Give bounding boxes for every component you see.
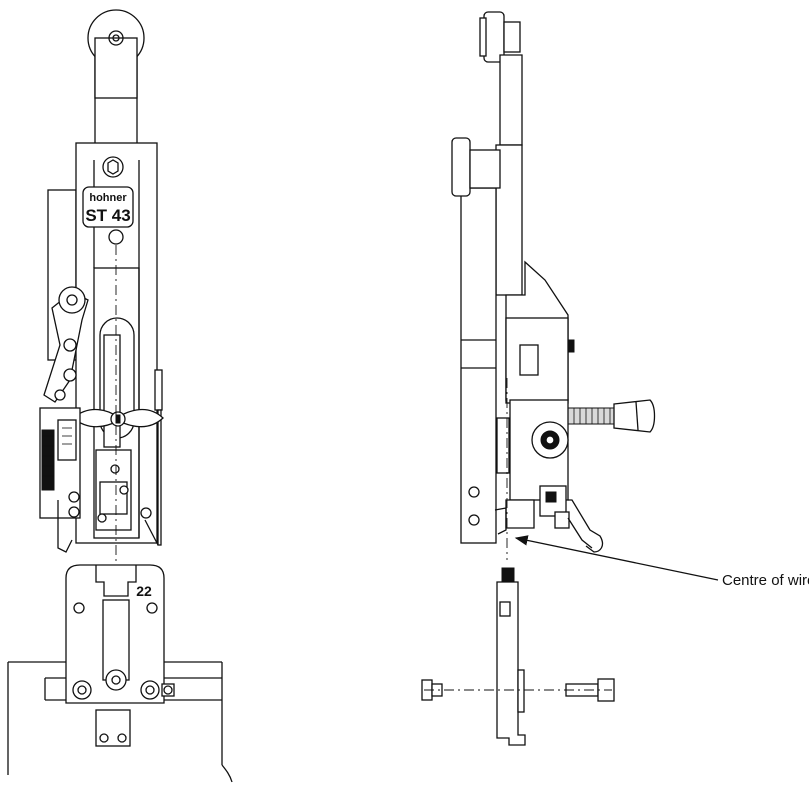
front-view: hohner ST 43 [7,9,233,783]
side-top-roller [479,11,521,63]
side-adjust-screw [567,399,656,433]
side-mechanism [505,399,570,529]
front-adjuster [39,407,81,553]
side-mid-roller [451,137,501,197]
side-screw-2 [468,514,480,526]
side-right-screw [565,678,615,702]
side-screw-1 [468,486,480,498]
front-clincher: 22 [65,564,165,704]
callout-leader-arrow [514,535,719,581]
front-hex-screw-top [102,156,124,178]
product-plate: hohner ST 43 [82,186,134,228]
size-marking: 22 [136,583,152,599]
side-housing [505,260,575,404]
side-hook [568,499,604,553]
front-hole [108,229,124,245]
side-arm [499,54,523,146]
front-lower-slide [95,449,152,531]
side-view: Centre of wire stitch [421,11,809,746]
front-base [7,661,233,783]
plate-model: ST 43 [85,206,130,225]
front-wing-nut [71,408,164,428]
side-knob [613,399,656,433]
callout-label: Centre of wire stitch [722,572,809,589]
plate-brand: hohner [89,192,127,204]
side-clincher [496,567,526,746]
side-driver [496,417,510,474]
front-roller-arm [87,9,145,159]
front-lever [43,286,89,403]
front-slot [99,317,135,448]
